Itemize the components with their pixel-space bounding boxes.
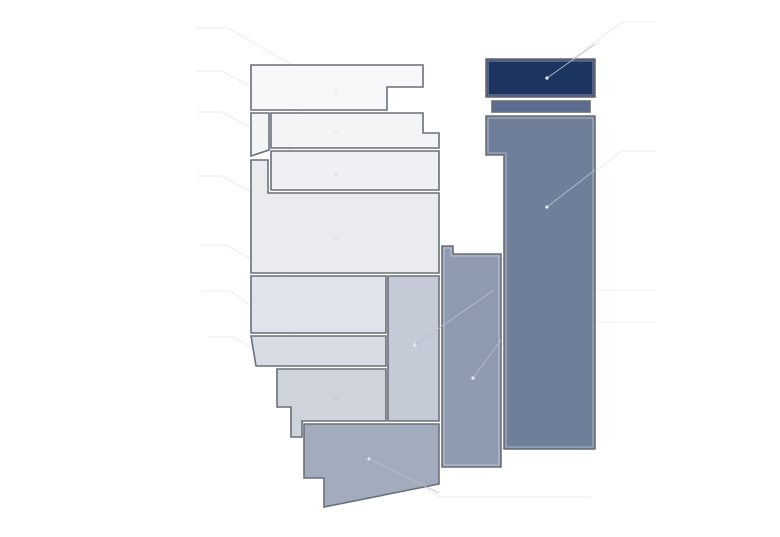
anchor-dot-1 <box>334 88 338 92</box>
inner-outline-middle <box>443 247 500 466</box>
region-14 <box>485 115 596 450</box>
region-2 <box>250 112 270 158</box>
region-11 <box>441 245 502 468</box>
anchor-dot-5 <box>334 396 338 400</box>
anchor-dot-4 <box>334 236 338 240</box>
region-6 <box>250 275 387 334</box>
region-5 <box>250 159 440 274</box>
region-8 <box>276 368 387 438</box>
region-3 <box>270 112 440 149</box>
leader-overlay-3 <box>546 169 596 208</box>
leader-overlay-4 <box>546 43 596 79</box>
inner-outline-navy <box>487 60 594 96</box>
anchor-dot-2 <box>334 131 338 135</box>
region-13 <box>491 100 591 113</box>
inner-outline-tall <box>487 117 594 448</box>
leader-overlay-1 <box>414 289 495 346</box>
leader-overlays <box>368 43 596 494</box>
region-7 <box>250 335 387 367</box>
inner-outlines <box>443 60 594 466</box>
leader-overlay-2 <box>472 339 502 379</box>
anchor-dot-3 <box>334 173 338 177</box>
region-1 <box>250 64 424 111</box>
region-4 <box>270 150 440 191</box>
region-10 <box>303 423 440 508</box>
right-column <box>485 58 596 450</box>
region-12 <box>485 58 596 98</box>
left-column <box>250 64 440 508</box>
leader-overlay-5 <box>368 458 440 494</box>
middle-column <box>441 245 502 468</box>
region-9 <box>387 275 440 422</box>
